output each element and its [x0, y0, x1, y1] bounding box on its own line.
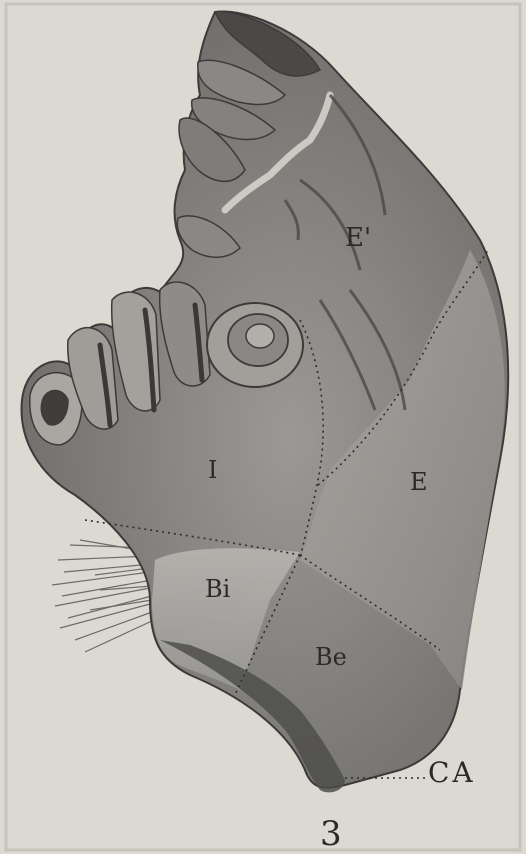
- label-e: E: [410, 468, 428, 496]
- label-be: Be: [315, 643, 347, 671]
- label-ca: CA: [428, 756, 476, 789]
- label-bi: Bi: [205, 575, 231, 603]
- label-e-prime: E': [345, 223, 371, 253]
- label-i: I: [208, 456, 217, 484]
- figure-number: 3: [320, 814, 342, 854]
- coiled-condyle: [207, 303, 303, 387]
